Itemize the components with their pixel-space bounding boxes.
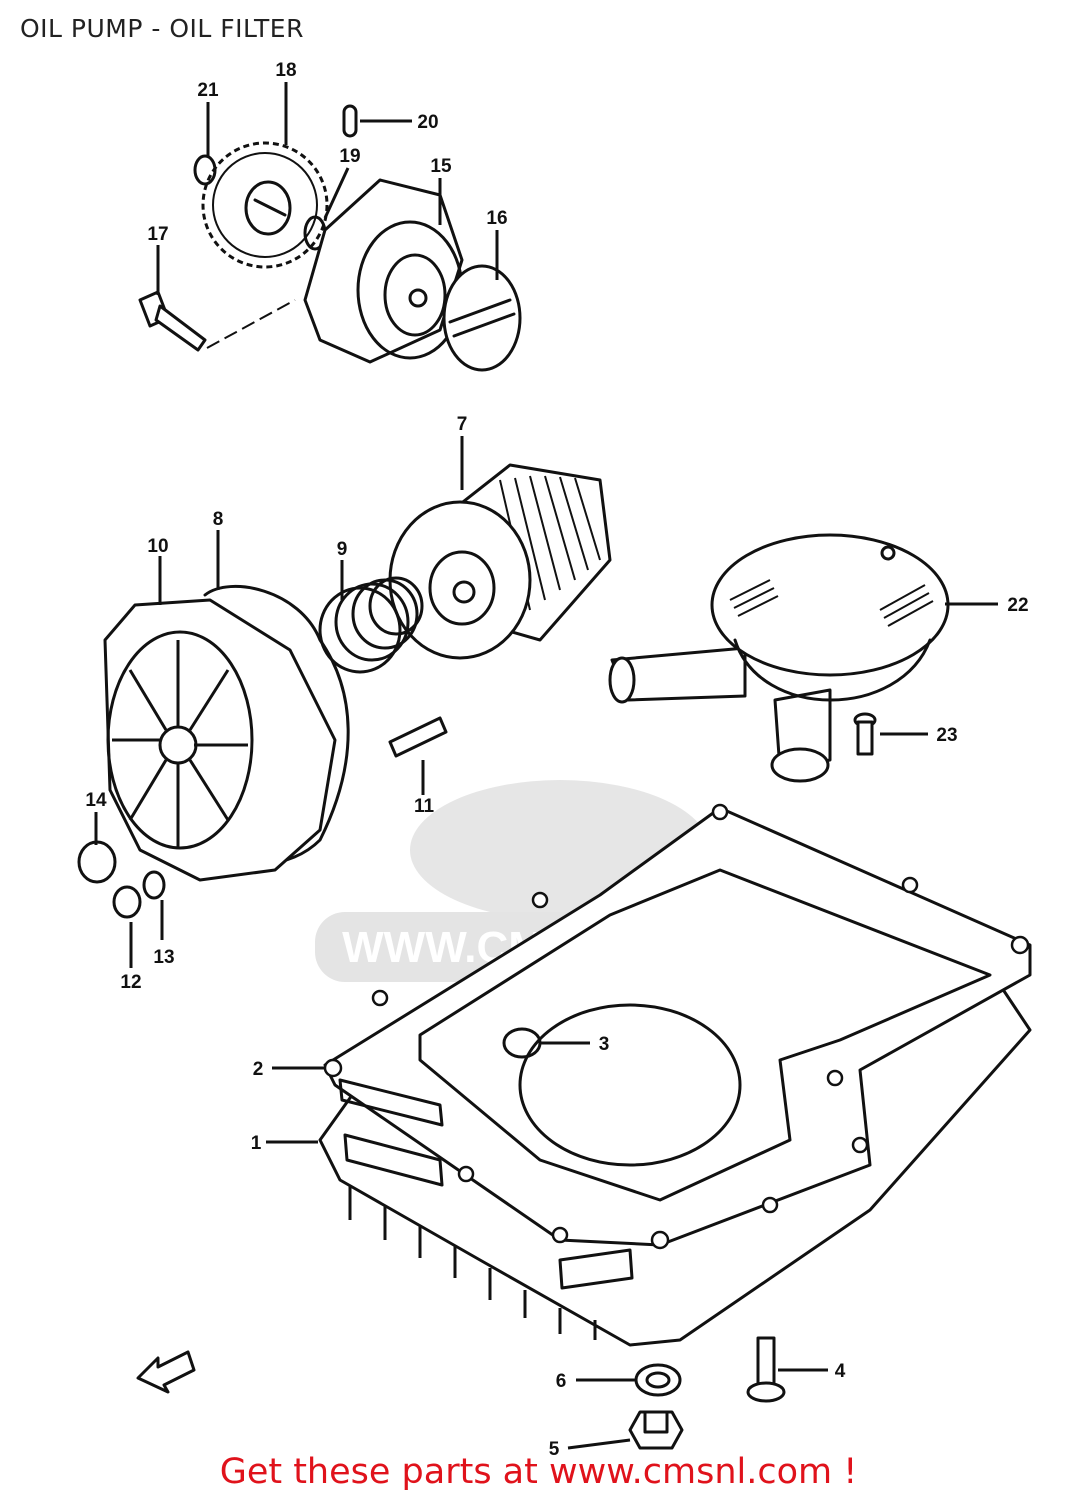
callout-23: 23: [936, 725, 957, 746]
oil-filter-element: [388, 463, 612, 660]
strainer-bolt: [853, 712, 877, 756]
circlip: [193, 154, 217, 186]
callout-17: 17: [147, 224, 168, 245]
drain-plug: [628, 1410, 684, 1450]
callout-19: 19: [339, 146, 360, 167]
cap-nut-small: [112, 885, 142, 919]
pump-bolt: [138, 290, 296, 352]
callout-7: 7: [457, 414, 468, 435]
page-title: OIL PUMP - OIL FILTER: [20, 14, 304, 43]
oil-pan-bolt: [746, 1336, 786, 1403]
callout-8: 8: [213, 509, 224, 530]
callout-2: 2: [253, 1059, 264, 1080]
oil-filter-group: [77, 463, 612, 919]
callout-3: 3: [599, 1034, 610, 1055]
dowel-pin: [342, 104, 358, 138]
pump-cover-plate: [442, 264, 522, 372]
callout-12: 12: [120, 972, 141, 993]
filter-spring: [318, 576, 424, 674]
callout-6: 6: [556, 1371, 567, 1392]
callout-13: 13: [153, 947, 174, 968]
callout-9: 9: [337, 539, 348, 560]
pump-gear: [201, 141, 329, 269]
callout-15: 15: [430, 156, 452, 177]
oil-pan-group: [318, 803, 1032, 1450]
leader-lines: [94, 82, 998, 1450]
cap-nut-large: [77, 840, 117, 884]
callout-5: 5: [549, 1439, 560, 1460]
callout-10: 10: [147, 536, 168, 557]
callout-14: 14: [85, 790, 107, 811]
callout-20: 20: [417, 112, 438, 133]
stud-bolt: [388, 716, 448, 758]
oil-filter-cap: [103, 598, 337, 882]
callout-18: 18: [275, 60, 296, 81]
callout-21: 21: [197, 80, 219, 101]
callout-16: 16: [486, 208, 507, 229]
callout-11: 11: [414, 796, 435, 817]
callouts: 18 21 20 19 15 16 17 7 8 10 9 22 23 11 1…: [85, 60, 1028, 1460]
drain-plug-washer: [634, 1363, 682, 1397]
footer-link-text[interactable]: Get these parts at www.cmsnl.com !: [219, 1452, 858, 1492]
oil-pump-group: [138, 104, 522, 372]
oil-strainer: [608, 533, 950, 783]
callout-1: 1: [251, 1133, 262, 1154]
oil-pan-gasket: [323, 803, 1032, 1250]
cap-washer: [142, 870, 166, 900]
callout-22: 22: [1007, 595, 1028, 616]
callout-4: 4: [835, 1361, 846, 1382]
front-arrow-icon: [136, 1350, 196, 1394]
